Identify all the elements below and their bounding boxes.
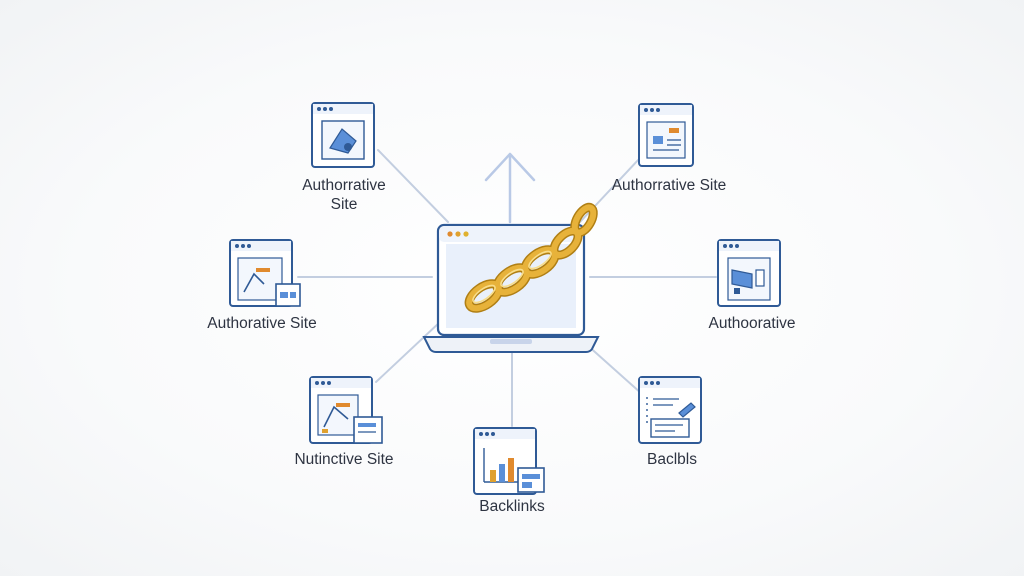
site-page-icon <box>229 239 301 307</box>
connector-bottom-right <box>585 343 643 395</box>
label-line: Authorrative Site <box>611 177 727 194</box>
bar-chart-page-icon <box>473 427 545 495</box>
node-label-bottom-center: Backlinks <box>456 497 568 516</box>
connector-lines <box>297 149 717 427</box>
site-page-icon <box>311 102 375 168</box>
site-page-icon <box>638 103 694 167</box>
connector-bottom-left <box>375 321 441 383</box>
node-label-top-right: Authorrative Site <box>594 176 744 195</box>
site-page-icon <box>717 239 781 307</box>
node-label-mid-right: Authoorative <box>690 314 814 333</box>
node-label-bottom-right: Baclbls <box>622 450 722 469</box>
connector-top-left <box>377 149 449 223</box>
node-label-top-left: Authorrative Site <box>282 176 406 214</box>
label-line: Authorrative <box>302 177 386 194</box>
label-line: Authorative Site <box>207 315 317 332</box>
label-line: Site <box>330 196 358 213</box>
label-line: Authoorative <box>708 315 796 332</box>
label-line: Baclbls <box>647 451 697 468</box>
label-line: Nutinctive Site <box>294 451 394 468</box>
up-arrow-icon <box>484 152 536 224</box>
site-page-icon <box>309 376 383 444</box>
node-label-bottom-left: Nutinctive Site <box>276 450 412 469</box>
site-page-icon <box>638 376 702 444</box>
node-label-mid-left: Authorative Site <box>190 314 334 333</box>
label-line: Backlinks <box>479 498 545 515</box>
chain-link-icon <box>464 202 598 313</box>
